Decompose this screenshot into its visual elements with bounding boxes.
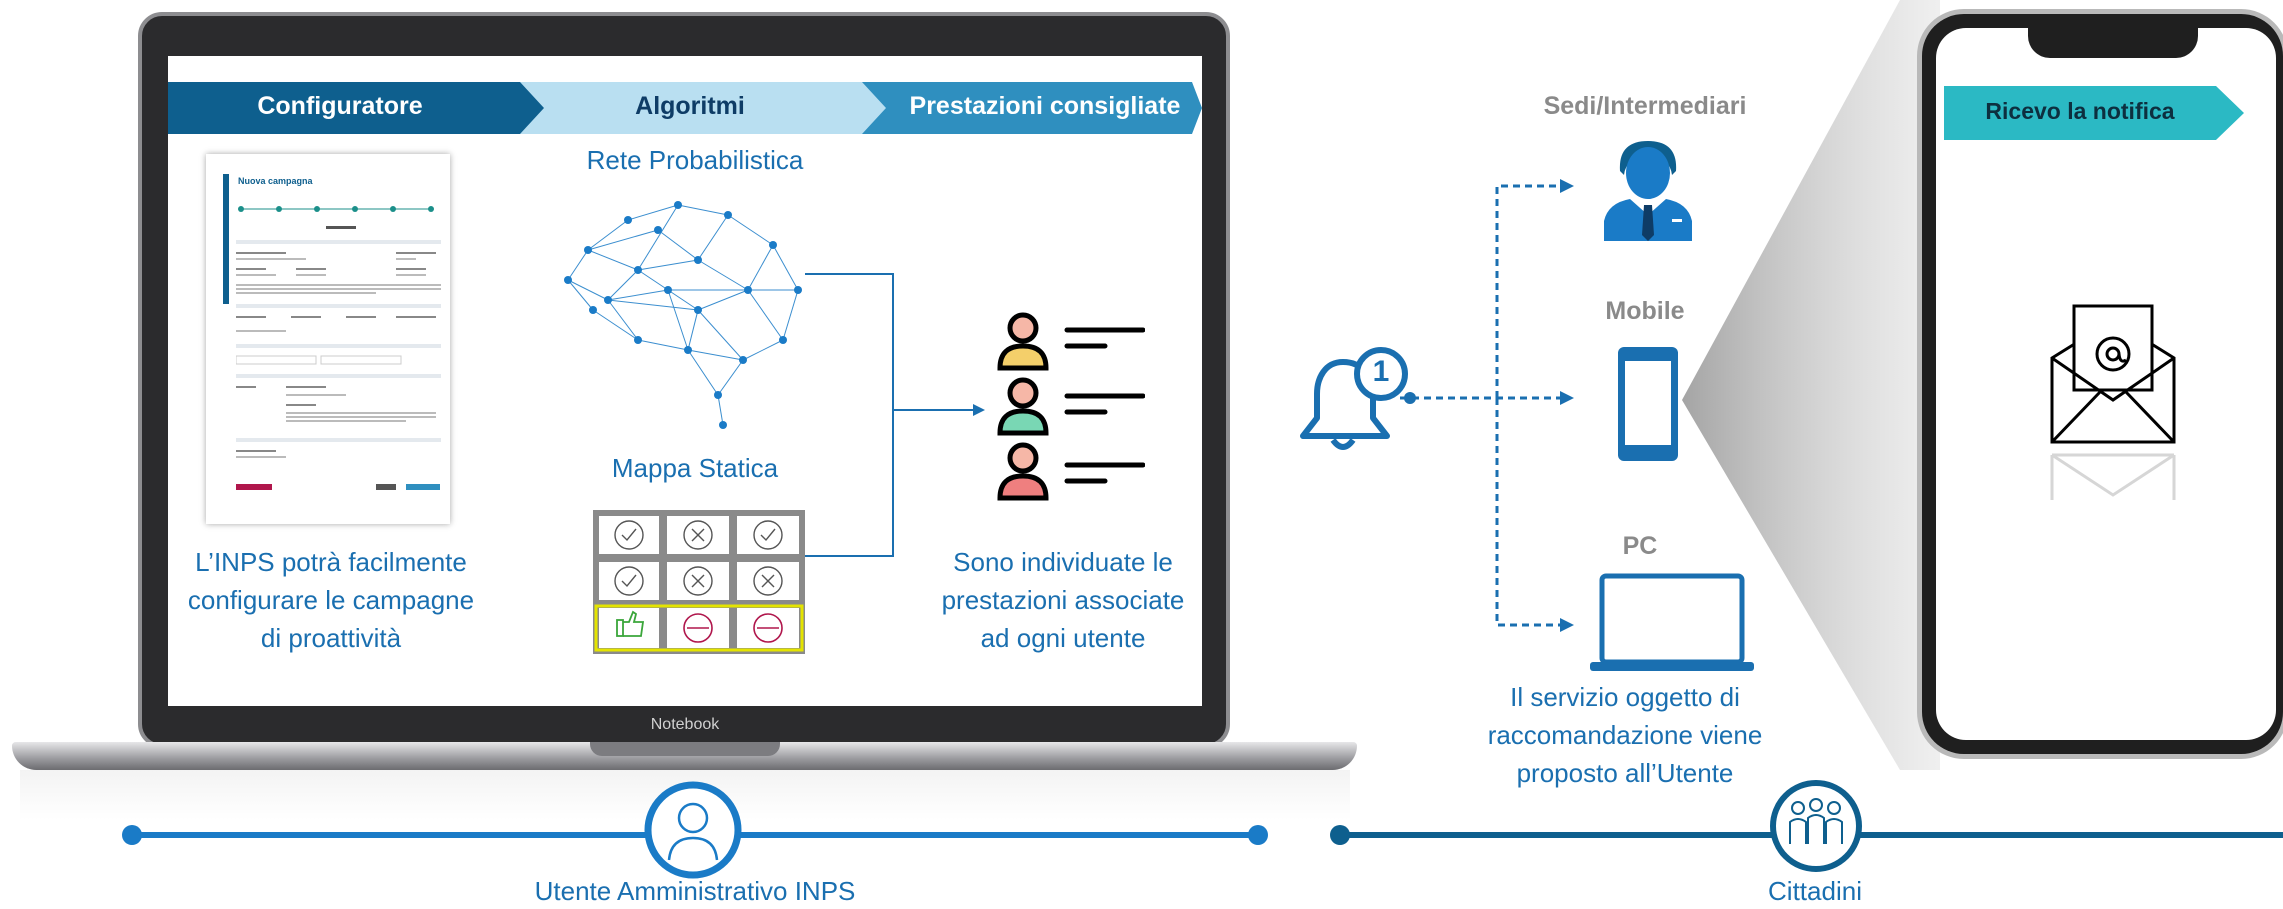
- form-content-lines: [236, 226, 441, 490]
- prestazioni-caption: Sono individuate le prestazioni associat…: [941, 547, 1185, 653]
- step-label-algoritmi: Algoritmi: [635, 92, 745, 120]
- phone-notification-label: Ricevo la notifica: [1985, 98, 2175, 124]
- sedi-intermediari-label: Sedi/Intermediari: [1543, 92, 1747, 120]
- mobile-label: Mobile: [1605, 297, 1685, 325]
- timeline: [122, 825, 2283, 845]
- phone-notification-banner: [1944, 86, 2244, 140]
- probabilistic-network-icon: [564, 201, 802, 429]
- phone-zoom-cone: [1682, 0, 1940, 770]
- citizens-group-icon: [1770, 780, 1862, 872]
- pc-laptop-icon: [1590, 573, 1754, 671]
- static-map-grid: [593, 510, 805, 654]
- laptop-brand-label: Notebook: [650, 716, 720, 733]
- phone-notch: [2028, 24, 2198, 58]
- step-arrow-algoritmi: [520, 82, 892, 134]
- form-sidebar: [223, 174, 229, 304]
- laptop-hinge-notch: [590, 742, 780, 756]
- step-arrows: [168, 82, 1202, 134]
- pc-label: PC: [1622, 532, 1658, 560]
- notification-count: 1: [1372, 355, 1390, 388]
- email-envelope-icon: [2050, 304, 2176, 500]
- rete-probabilistica-label: Rete Probabilistica: [586, 145, 804, 175]
- intermediary-person-icon: [1604, 141, 1692, 241]
- configurator-form-thumbnail: Nuova campagna: [206, 154, 450, 524]
- recommended-users-icon: [997, 312, 1145, 501]
- admin-label: Utente Amministrativo INPS: [534, 876, 856, 906]
- admin-user-avatar-icon: [644, 781, 742, 879]
- channel-routing-arrows: [1400, 179, 1574, 632]
- mappa-statica-label: Mappa Statica: [611, 453, 779, 483]
- step-arrow-prestazioni: [862, 82, 1202, 134]
- step-arrow-configuratore: [168, 82, 550, 134]
- config-caption: L’INPS potrà facilmente configurare le c…: [187, 547, 475, 653]
- form-stepper: [238, 206, 434, 212]
- notification-bell-icon: [1300, 347, 1408, 450]
- citizens-label: Cittadini: [1768, 876, 1862, 906]
- mobile-device-icon: [1618, 347, 1678, 461]
- step-label-configuratore: Configuratore: [257, 92, 423, 120]
- algorithm-connector: [805, 273, 985, 557]
- step-label-prestazioni: Prestazioni consigliate: [909, 92, 1181, 120]
- channel-caption: Il servizio oggetto di raccomandazione v…: [1487, 682, 1763, 788]
- form-title: Nuova campagna: [238, 176, 313, 186]
